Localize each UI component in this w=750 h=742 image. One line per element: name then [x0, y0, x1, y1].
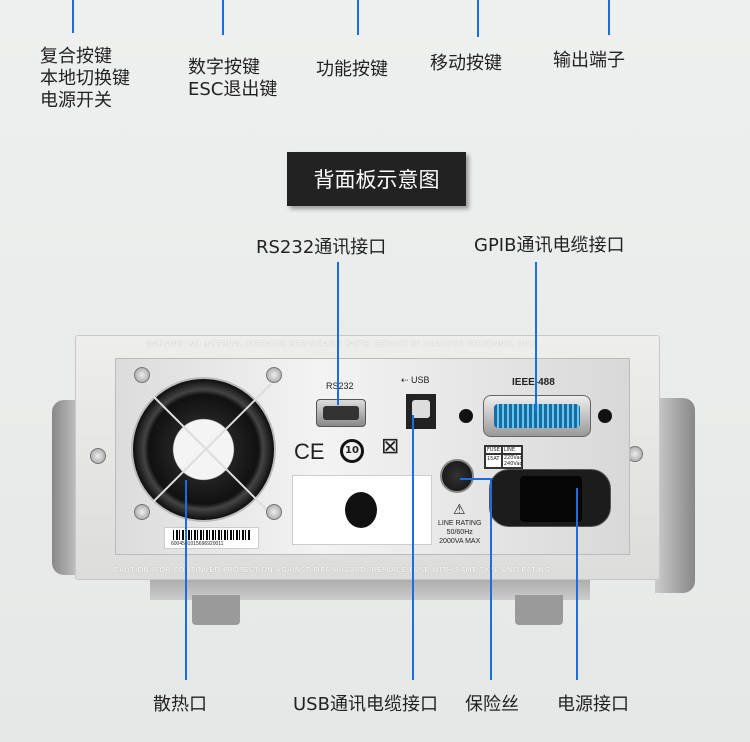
pointer-line [185, 480, 187, 680]
label-fan: 散热口 [153, 694, 207, 715]
rating-line: 50/60Hz [446, 529, 473, 536]
pointer-line [576, 488, 578, 680]
right-foot [515, 595, 563, 625]
left-foot [192, 595, 240, 625]
fuse-header: FUSE [485, 446, 502, 454]
line-rating: LINE RATING 50/60Hz 2000VA MAX [438, 519, 481, 546]
screw-icon [90, 448, 106, 464]
warning-text: WARNING: NO INTERNAL OPERATOR SERVICEABL… [146, 340, 537, 348]
label-output-terminal: 输出端子 [553, 50, 625, 71]
usb-socket [412, 400, 430, 418]
label-power: 电源接口 [557, 694, 629, 715]
line-value: 220Vac 240Vac [501, 454, 523, 468]
rear-plate: 6004501015696920011 RS232 ⇠ USB IEEE-488… [115, 358, 630, 555]
usb-icon: ⇠ [401, 375, 412, 385]
knob[interactable] [345, 492, 377, 528]
gpib-screw-icon [459, 409, 473, 423]
label-fuse: 保险丝 [465, 694, 519, 715]
label-line: 本地切换键 [40, 68, 130, 89]
fuse-table: FUSE LINE 15AT 220Vac 240Vac [484, 445, 523, 469]
rs232-label: RS232 [326, 381, 354, 391]
warning-triangle-icon: ⚠ [453, 501, 466, 517]
pointer-line [337, 262, 339, 405]
label-function-keys: 功能按键 [316, 59, 388, 80]
ieee-label: IEEE-488 [512, 377, 555, 388]
blank-cover-plate [292, 475, 432, 545]
weee-bin-icon: ⊠ [381, 433, 400, 458]
usb-port[interactable] [406, 394, 436, 429]
screw-icon [134, 504, 150, 520]
pointer-line [222, 0, 224, 35]
socket-inner [520, 476, 582, 522]
fuse-value: 15AT [485, 454, 502, 468]
section-title: 背面板示意图 [287, 152, 466, 206]
label-usb: USB通讯电缆接口 [293, 694, 438, 715]
pointer-line [490, 478, 492, 680]
rohs-icon: 10 [340, 439, 364, 463]
pointer-line [72, 0, 74, 33]
fuse-holder[interactable] [440, 459, 474, 493]
gpib-port[interactable] [483, 395, 591, 437]
base [150, 578, 590, 600]
label-line: 电源开关 [40, 90, 112, 111]
fan-vent [131, 377, 276, 522]
barcode-number: 6004501015696920011 [171, 541, 224, 547]
right-handle [655, 398, 695, 593]
label-line: 数字按键 [188, 57, 260, 78]
ce-mark-icon: CE [294, 439, 325, 464]
caution-text: CAUTION: FOR CONTINUED PROTECTION AGAINS… [114, 566, 553, 574]
fan-guard-icon [140, 383, 272, 515]
label-rs232: RS232通讯接口 [256, 237, 387, 258]
pointer-line [357, 0, 359, 35]
label-composite-keys: 复合按键 本地切换键 电源开关 [40, 46, 130, 112]
label-numeric-keys: 数字按键 ESC退出键 [188, 57, 277, 101]
usb-label: ⇠ USB [401, 375, 430, 386]
pointer-line [412, 415, 414, 680]
gpib-pins [494, 404, 580, 428]
line-header: LINE [501, 446, 522, 454]
screw-icon [266, 504, 282, 520]
barcode: 6004501015696920011 [164, 527, 259, 549]
pointer-line [460, 478, 491, 480]
rating-line: 2000VA MAX [439, 538, 481, 545]
rs232-pins [323, 406, 359, 420]
barcode-bars [173, 530, 250, 540]
screw-icon [266, 367, 282, 383]
pointer-line [477, 0, 479, 37]
usb-text: USB [411, 375, 430, 385]
screw-icon [134, 367, 150, 383]
rating-line: LINE RATING [438, 520, 482, 527]
label-line: 复合按键 [40, 46, 112, 67]
label-line: ESC退出键 [188, 79, 278, 100]
pointer-line [608, 0, 610, 35]
rs232-port[interactable] [316, 399, 366, 427]
power-socket[interactable] [489, 469, 611, 527]
label-gpib: GPIB通讯电缆接口 [474, 235, 625, 256]
label-move-keys: 移动按键 [430, 53, 502, 74]
gpib-screw-icon [598, 409, 612, 423]
pointer-line [535, 262, 537, 412]
